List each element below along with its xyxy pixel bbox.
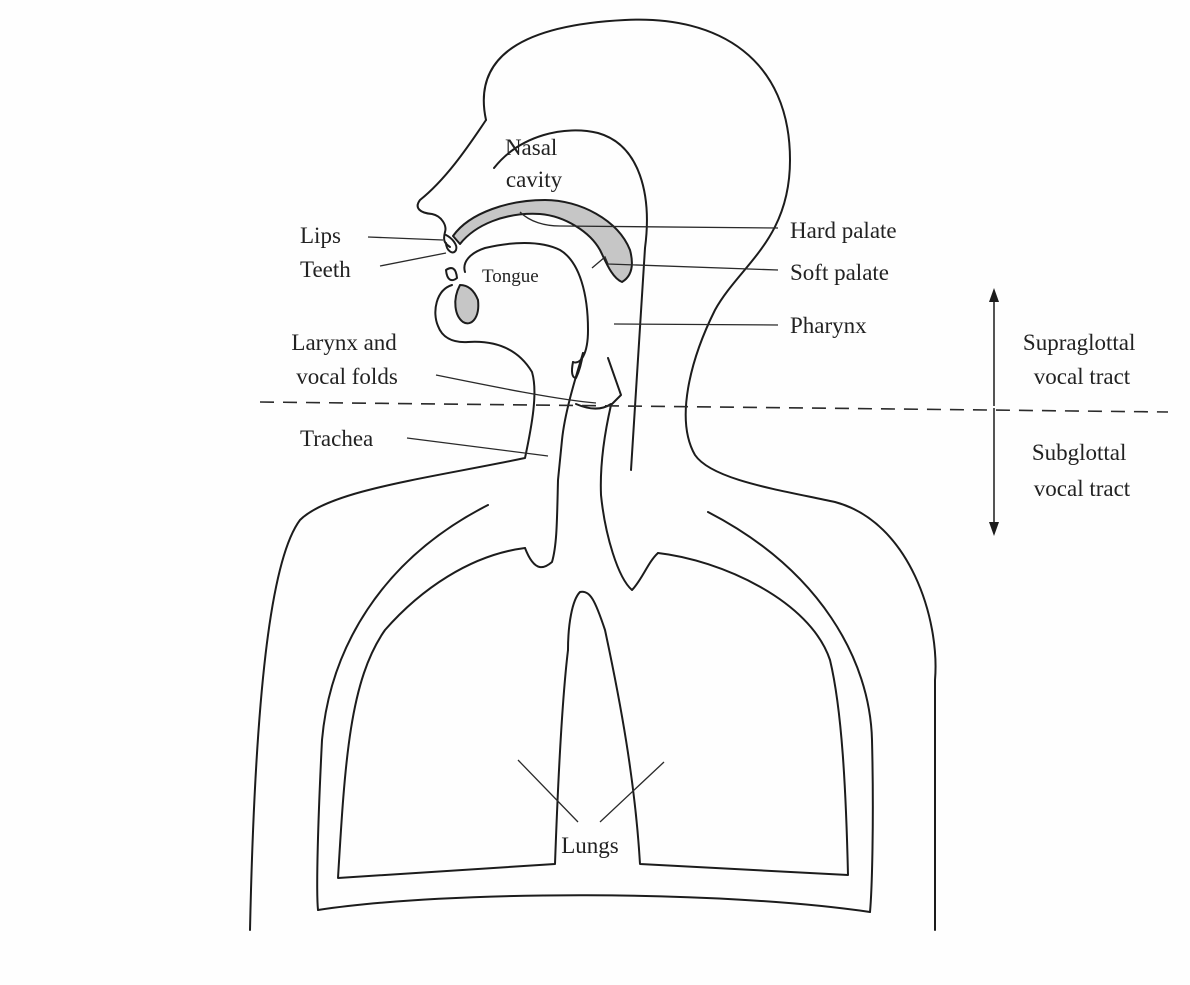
- trachea-label: Trachea: [300, 426, 373, 451]
- soft-palate-label: Soft palate: [790, 260, 889, 285]
- lungs-leader-left: [518, 760, 578, 822]
- lips-leader: [368, 237, 443, 240]
- subglottal-label-line1: Subglottal: [1032, 440, 1127, 465]
- larynx-right-fold: [608, 358, 621, 405]
- nasal-cavity-label-line2: cavity: [506, 167, 563, 192]
- larynx-label-line1: Larynx and: [291, 330, 397, 355]
- subglottal-label-line2: vocal tract: [1034, 476, 1131, 501]
- nasal-cavity-label: Nasal cavity: [505, 135, 563, 192]
- teeth-label: Teeth: [300, 257, 351, 282]
- pharynx-label: Pharynx: [790, 313, 867, 338]
- lips-label: Lips: [300, 223, 341, 248]
- supraglottal-label-line2: vocal tract: [1034, 364, 1131, 389]
- left-lung: [338, 548, 568, 878]
- supraglottal-label-line1: Supraglottal: [1023, 330, 1135, 355]
- lower-jaw-shaded: [455, 285, 478, 323]
- lower-lip-teeth: [446, 268, 457, 280]
- hard-palate-label: Hard palate: [790, 218, 897, 243]
- tongue-outline: [464, 243, 588, 363]
- right-lung: [568, 553, 848, 875]
- larynx-label-line2: vocal folds: [296, 364, 398, 389]
- glottis-dashed-line: [260, 402, 1168, 412]
- subglottal-arrow-head: [989, 522, 999, 536]
- teeth-leader: [380, 253, 446, 266]
- supraglottal-arrow-head: [989, 288, 999, 302]
- tongue-label: Tongue: [482, 266, 539, 287]
- supraglottal-label: Supraglottal vocal tract: [1023, 330, 1141, 389]
- lungs-label: Lungs: [561, 833, 619, 858]
- diaphragm: [318, 895, 870, 912]
- hard-palate-shaded: [453, 200, 632, 282]
- trachea-right-wall: [601, 405, 658, 590]
- chest-shoulder-left: [317, 505, 488, 910]
- nasal-cavity-label-line1: Nasal: [505, 135, 557, 160]
- lungs-leader-right: [600, 762, 664, 822]
- larynx-label: Larynx and vocal folds: [291, 330, 402, 389]
- subglottal-label: Subglottal vocal tract: [1032, 440, 1132, 501]
- pharynx-leader: [614, 324, 778, 325]
